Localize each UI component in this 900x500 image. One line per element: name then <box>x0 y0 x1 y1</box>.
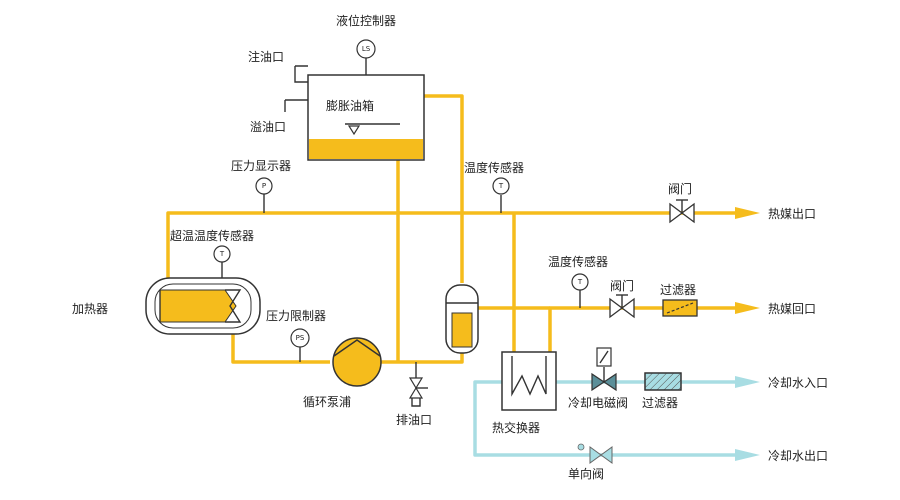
oil-overflow-port-pipe <box>284 99 308 112</box>
filter-low <box>644 372 682 391</box>
label-filter-low: 过滤器 <box>642 396 678 410</box>
expansion-tank: LS <box>284 39 425 161</box>
drain-valve <box>408 362 428 407</box>
pipe-heat-outlet <box>166 211 735 283</box>
label-check-valve: 单向阀 <box>568 466 604 481</box>
svg-text:T: T <box>219 250 225 258</box>
temp-sensor-mid: T <box>571 273 589 308</box>
svg-text:P: P <box>262 182 266 190</box>
level-controller-gauge <box>356 39 376 59</box>
pressure-limiter: PS <box>290 328 310 362</box>
svg-text:T: T <box>498 182 504 190</box>
gauge-ls-text: LS <box>362 45 371 53</box>
label-drain-port: 排油口 <box>396 413 432 427</box>
valve-top <box>669 199 695 224</box>
label-valve-mid: 阀门 <box>610 278 634 293</box>
arrow-cooling-in <box>735 376 760 388</box>
circulation-pump <box>332 337 382 387</box>
label-valve-top: 阀门 <box>668 181 692 196</box>
pipe-tank-to-deaerator <box>424 94 464 283</box>
oil-fill-port-pipe <box>294 65 308 83</box>
label-heat-exchanger: 热交换器 <box>492 420 540 435</box>
label-cooling-solenoid-valve: 冷却电磁阀 <box>568 395 628 410</box>
label-filter-mid: 过滤器 <box>660 283 696 297</box>
temp-sensor-top: T <box>492 177 510 213</box>
label-circulation-pump: 循环泵浦 <box>303 395 351 409</box>
label-heat-medium-return: 热媒回口 <box>768 302 816 316</box>
label-pressure-display: 压力显示器 <box>231 159 291 173</box>
check-valve <box>577 443 613 464</box>
label-cooling-water-inlet: 冷却水入口 <box>768 376 828 390</box>
pipe-heat-return <box>548 306 735 352</box>
valve-mid <box>609 294 635 319</box>
pressure-display: P <box>255 177 273 213</box>
label-expansion-tank: 膨胀油箱 <box>326 98 374 113</box>
svg-text:T: T <box>577 278 583 286</box>
label-temp-sensor-top: 温度传感器 <box>464 160 524 175</box>
filter-mid <box>662 299 698 317</box>
label-pressure-limiter: 压力限制器 <box>266 309 326 323</box>
deaerator <box>445 284 479 354</box>
arrow-cooling-out <box>735 449 760 461</box>
heater: T <box>145 245 261 335</box>
arrow-heat-outlet <box>735 207 760 219</box>
label-oil-fill-port: 注油口 <box>248 49 284 64</box>
svg-text:PS: PS <box>296 334 305 342</box>
arrow-heat-return <box>735 302 760 314</box>
label-level-controller: 液位控制器 <box>336 13 396 28</box>
oil-pipes <box>166 94 760 364</box>
label-heater: 加热器 <box>72 302 108 316</box>
label-cooling-water-outlet: 冷却水出口 <box>768 449 828 463</box>
pipe-pump-to-deaerator <box>380 352 464 364</box>
label-overtemp-sensor: 超温温度传感器 <box>170 228 254 243</box>
heat-exchanger <box>501 351 557 411</box>
label-temp-sensor-mid: 温度传感器 <box>548 254 608 269</box>
cooling-solenoid-valve <box>591 347 617 392</box>
label-oil-overflow-port: 溢油口 <box>250 120 286 134</box>
pipe-heater-to-pump <box>231 330 330 364</box>
labels: 液位控制器 注油口 溢油口 膨胀油箱 压力显示器 温度传感器 阀门 热媒出口 超… <box>72 13 828 481</box>
label-heat-medium-outlet: 热媒出口 <box>768 207 816 221</box>
